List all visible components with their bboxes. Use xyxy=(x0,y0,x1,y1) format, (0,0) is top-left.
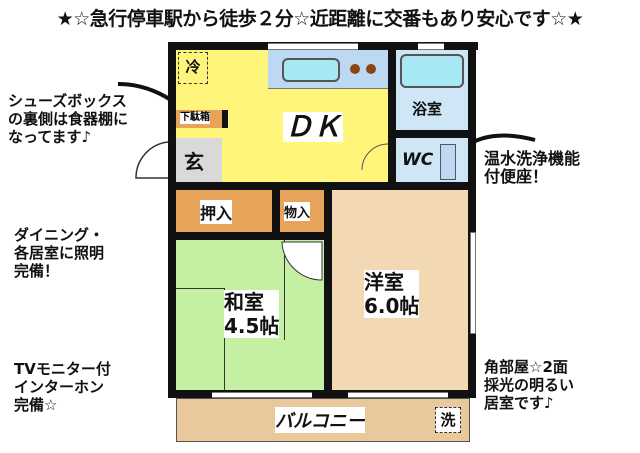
stove-burner-icon xyxy=(350,64,360,74)
window xyxy=(348,392,448,398)
door-icon xyxy=(361,143,389,171)
note-toilet: 温水洗浄機能 付便座！ xyxy=(484,149,581,186)
storage: 物入 xyxy=(280,190,324,232)
door-icon xyxy=(281,241,323,281)
japanese-room-label: 和室 4.5帖 xyxy=(224,290,280,338)
sink-icon xyxy=(282,58,340,82)
wall xyxy=(168,390,476,398)
note-intercom: TVモニター付 インターホン 完備☆ xyxy=(14,360,111,414)
bathtub-icon xyxy=(400,54,464,88)
room-western: 洋室 6.0帖 xyxy=(332,190,468,390)
room-bathroom: 浴室 xyxy=(396,50,468,130)
storage-label: 物入 xyxy=(284,202,311,221)
wall xyxy=(324,190,332,390)
window xyxy=(268,43,358,50)
stove-burner-icon xyxy=(366,64,376,74)
laundry-space: 洗 xyxy=(435,407,461,433)
balcony-label: バルコニー xyxy=(275,407,365,433)
wall xyxy=(168,232,332,240)
wall xyxy=(468,42,476,398)
note-shoe-box: シューズボックス の裏側は食器棚に なってます♪ xyxy=(8,92,129,146)
shoe-box-label: 下駄箱 xyxy=(180,112,210,124)
window xyxy=(212,392,312,398)
toilet-label: WC xyxy=(402,150,434,170)
tatami-line xyxy=(176,288,225,391)
headline-banner: ★☆急行停車駅から徒歩２分☆近距離に交番もあり安心です☆★ xyxy=(56,8,584,30)
note-corner-room: 角部屋☆2面 採光の明るい 居室です♪ xyxy=(484,358,575,412)
wall xyxy=(168,182,476,190)
refrigerator-space: 冷 xyxy=(178,52,208,84)
balcony: バルコニー 洗 xyxy=(176,398,470,442)
tatami-line xyxy=(284,240,285,340)
western-room-label: 洋室 6.0帖 xyxy=(364,270,420,318)
kitchen-counter xyxy=(268,50,388,89)
room-toilet: WC xyxy=(396,138,468,184)
window xyxy=(418,43,444,50)
closet: 押入 xyxy=(176,190,272,232)
floor-plan: 冷 下駄箱 玄 ＤＫ 浴室 WC 押入 物入 和室 4.5帖 洋室 6.0帖 バ… xyxy=(135,42,478,452)
dk-label: ＤＫ xyxy=(283,110,343,143)
wall xyxy=(388,42,396,190)
toilet-icon xyxy=(440,144,456,180)
window xyxy=(470,232,476,334)
entrance: 玄 xyxy=(176,138,222,182)
entrance-label: 玄 xyxy=(184,150,204,174)
shoe-box: 下駄箱 xyxy=(176,110,228,128)
closet-label: 押入 xyxy=(200,200,233,224)
wall xyxy=(168,42,176,398)
wall xyxy=(272,190,280,240)
bathroom-label: 浴室 xyxy=(412,100,443,118)
note-lighting: ダイニング・ 各居室に照明 完備！ xyxy=(14,226,105,280)
wall xyxy=(396,130,468,138)
front-door-icon xyxy=(135,141,169,179)
